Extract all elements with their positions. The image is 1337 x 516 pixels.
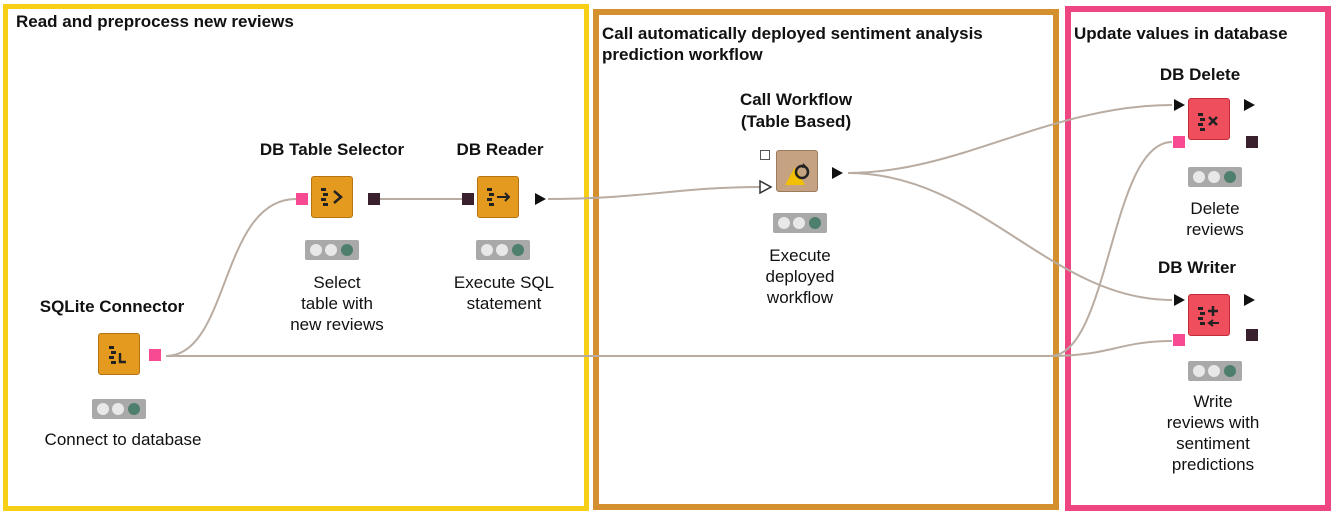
annotation-title: Call automatically deployed sentiment an… xyxy=(602,24,983,64)
connection-sqlite-to-dbwriter xyxy=(166,340,1173,357)
annotation-title: Read and preprocess new reviews xyxy=(16,12,294,31)
callworkflow-out-port[interactable] xyxy=(832,167,843,179)
node-desc-db-writer: Write reviews with sentiment predictions xyxy=(1166,392,1260,474)
connection-reader-to-callworkflow xyxy=(547,186,761,200)
node-title-db-writer: DB Writer xyxy=(1157,258,1237,277)
dbwriter-db-in-port[interactable] xyxy=(1173,334,1185,346)
annotation-read-preprocess: Read and preprocess new reviews xyxy=(3,4,589,511)
callworkflow-in-port[interactable] xyxy=(759,180,773,194)
annotation-call-workflow: Call automatically deployed sentiment an… xyxy=(593,9,1059,510)
reader-out-port[interactable] xyxy=(535,193,546,205)
db-delete-node[interactable] xyxy=(1188,98,1230,140)
call-workflow-node[interactable] xyxy=(776,150,818,192)
dbdelete-db-in-port[interactable] xyxy=(1173,136,1185,148)
node-title-sqlite-connector: SQLite Connector xyxy=(39,297,185,316)
call-workflow-icon xyxy=(785,163,810,185)
dbwriter-data-in-port[interactable] xyxy=(1174,294,1185,306)
dbdelete-db-out-port[interactable] xyxy=(1246,136,1258,148)
db-table-selector-node[interactable] xyxy=(311,176,353,218)
connection-sqlite-to-dbdelete xyxy=(1049,141,1173,357)
dbdelete-data-in-port[interactable] xyxy=(1174,99,1185,111)
reader-in-port[interactable] xyxy=(462,193,474,205)
dbdelete-data-out-port[interactable] xyxy=(1244,99,1255,111)
db-writer-node[interactable] xyxy=(1188,294,1230,336)
connection-sqlite-to-tableselector xyxy=(165,198,297,357)
node-desc-db-reader: Execute SQL statement xyxy=(453,273,555,313)
sqlite-connector-node[interactable] xyxy=(98,333,140,375)
status-traffic-light xyxy=(1188,167,1242,187)
db-reader-icon xyxy=(487,188,511,206)
dbwriter-db-out-port[interactable] xyxy=(1246,329,1258,341)
node-title-call-workflow: Call Workflow (Table Based) xyxy=(739,90,853,131)
db-writer-icon xyxy=(1198,306,1219,327)
status-traffic-light xyxy=(476,240,530,260)
status-traffic-light xyxy=(773,213,827,233)
sqlite-out-port[interactable] xyxy=(149,349,161,361)
node-title-db-delete: DB Delete xyxy=(1159,65,1241,84)
node-desc-sqlite-connector: Connect to database xyxy=(44,430,202,449)
db-table-selector-icon xyxy=(321,188,343,206)
callworkflow-flowvar-in-port[interactable] xyxy=(760,150,770,160)
status-traffic-light xyxy=(305,240,359,260)
sqlite-connector-icon xyxy=(109,346,126,364)
status-traffic-light xyxy=(1188,361,1242,381)
annotation-update-database: Update values in database xyxy=(1065,6,1331,511)
connection-callworkflow-to-dbdelete xyxy=(847,104,1173,174)
dbwriter-data-out-port[interactable] xyxy=(1244,294,1255,306)
db-delete-icon xyxy=(1198,113,1218,131)
tableselector-in-port[interactable] xyxy=(296,193,308,205)
node-desc-db-delete: Delete reviews xyxy=(1186,199,1244,239)
node-desc-call-workflow: Execute deployed workflow xyxy=(765,246,835,307)
status-traffic-light xyxy=(92,399,146,419)
node-desc-db-table-selector: Select table with new reviews xyxy=(290,273,384,334)
tableselector-out-port[interactable] xyxy=(368,193,380,205)
node-title-db-table-selector: DB Table Selector xyxy=(259,140,405,159)
node-title-db-reader: DB Reader xyxy=(456,140,544,159)
connection-callworkflow-to-dbwriter xyxy=(847,172,1173,301)
db-reader-node[interactable] xyxy=(477,176,519,218)
annotation-title: Update values in database xyxy=(1074,24,1288,43)
